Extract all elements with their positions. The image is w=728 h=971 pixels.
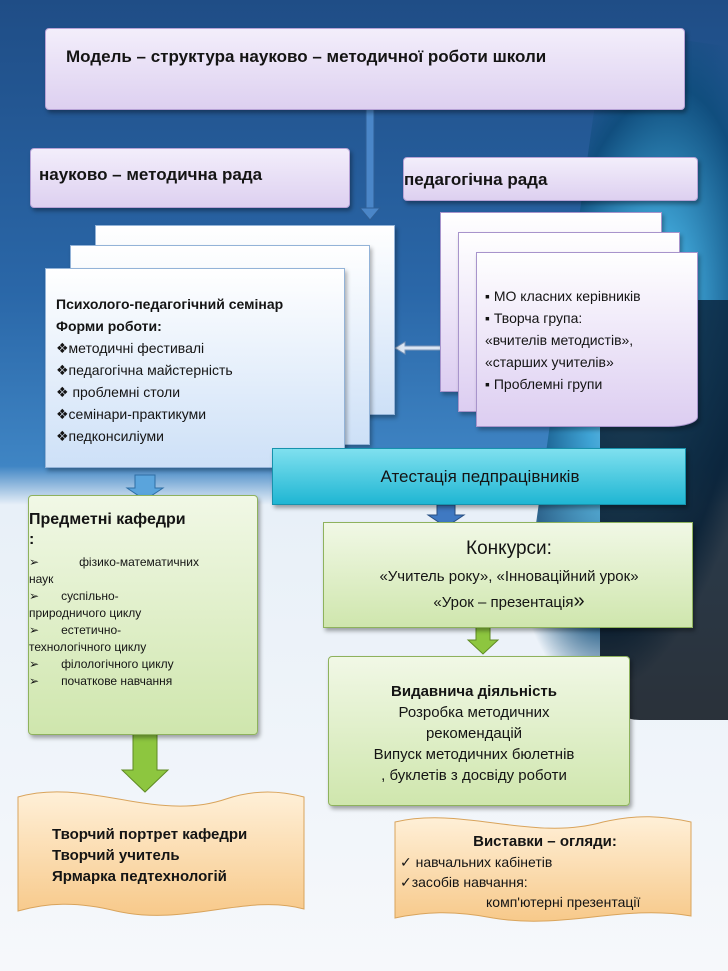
page-title: Модель – структура науково – методичної … — [66, 47, 547, 66]
left-council-banner: науково – методична рада — [30, 148, 350, 208]
groups-item: ▪ Проблемні групи — [485, 376, 603, 392]
arrow-attestation-down — [426, 504, 466, 528]
arrow-title-down — [365, 107, 375, 209]
attestation-bar: Атестація педпрацівників — [272, 448, 686, 505]
department-item: суспільно- — [61, 589, 119, 603]
seminar-item: ❖педконсиліуми — [56, 428, 164, 444]
departments-heading: Предметні кафедри — [29, 511, 186, 528]
groups-item: ▪ Творча група: — [485, 310, 583, 326]
publishing-heading: Видавнича діяльність — [391, 683, 557, 700]
seminar-item: ❖ проблемні столи — [56, 384, 181, 400]
department-item-cont: технологічного циклу — [29, 640, 147, 654]
publishing-card: Видавнича діяльність Розробка методичних… — [328, 656, 630, 806]
arrow-title-head — [358, 207, 382, 221]
seminar-forms-label: Форми роботи: — [56, 318, 162, 334]
portrait-line: Ярмарка педтехнологій — [52, 868, 227, 885]
attestation-label: Атестація педпрацівників — [380, 467, 580, 486]
bullet-icon: ➢ — [29, 674, 40, 688]
groups-item: ▪ МО класних керівників — [485, 288, 641, 304]
exhibitions-item: ✓засобів навчання: — [400, 874, 528, 890]
portrait-line: Творчий учитель — [52, 847, 180, 864]
bullet-icon: ➢ — [29, 555, 40, 569]
contests-line2: «Урок – презентація — [433, 594, 574, 611]
exhibitions-flag-shape — [394, 816, 692, 922]
department-item: естетично- — [61, 623, 122, 637]
right-council-banner: педагогічна рада — [403, 157, 698, 201]
contests-line1: «Учитель року», «Інноваційний урок» — [379, 568, 639, 585]
seminar-item: ❖семінари-практикуми — [56, 406, 207, 422]
right-council-label: педагогічна рада — [404, 170, 548, 189]
contests-heading: Конкурси: — [466, 538, 552, 559]
department-item: філологічного циклу — [61, 657, 174, 671]
groups-item: «вчителів методистів», — [485, 332, 634, 348]
arrow-contests-down — [466, 625, 500, 655]
publishing-line: Випуск методичних бюлетнів — [373, 746, 575, 763]
groups-card: ▪ МО класних керівників ▪ Творча група: … — [476, 252, 698, 427]
portrait-line: Творчий портрет кафедри — [52, 826, 248, 843]
seminar-card: Психолого-педагогічний семінар Форми роб… — [45, 268, 345, 468]
exhibitions-item: ✓ навчальних кабінетів — [400, 854, 553, 870]
bullet-icon: ➢ — [29, 589, 40, 603]
department-item-cont: природничого циклу — [29, 606, 142, 620]
publishing-line: , буклетів з досвіду роботи — [381, 767, 567, 784]
contests-card: Конкурси: «Учитель року», «Інноваційний … — [323, 522, 693, 628]
publishing-line: Розробка методичних — [398, 704, 550, 721]
exhibitions-heading: Виставки – огляди: — [473, 833, 617, 850]
bullet-icon: ➢ — [29, 623, 40, 637]
title-banner: Модель – структура науково – методичної … — [45, 28, 685, 110]
department-item: початкове навчання — [61, 674, 173, 688]
seminar-item: ❖педагогічна майстерність — [56, 362, 233, 378]
portrait-flag-shape — [17, 791, 305, 916]
department-item: фізико-математичних — [79, 555, 199, 569]
left-council-label: науково – методична рада — [39, 165, 263, 184]
arrow-departments-down — [120, 729, 170, 793]
publishing-line: рекомендацій — [425, 725, 523, 742]
department-item-cont: наук — [29, 572, 54, 586]
groups-item: «старших учителів» — [485, 354, 614, 370]
contests-line2-end: » — [573, 590, 585, 612]
arrow-seminar-down — [125, 474, 165, 501]
seminar-heading: Психолого-педагогічний семінар — [56, 296, 284, 312]
bullet-icon: ➢ — [29, 657, 40, 671]
exhibitions-sub: комп'ютерні презентації — [486, 894, 641, 910]
departments-heading-colon: : — [29, 531, 35, 548]
seminar-item: ❖методичні фестивалі — [56, 340, 205, 356]
departments-card: Предметні кафедри : ➢ фізико-математичних… — [28, 495, 258, 735]
